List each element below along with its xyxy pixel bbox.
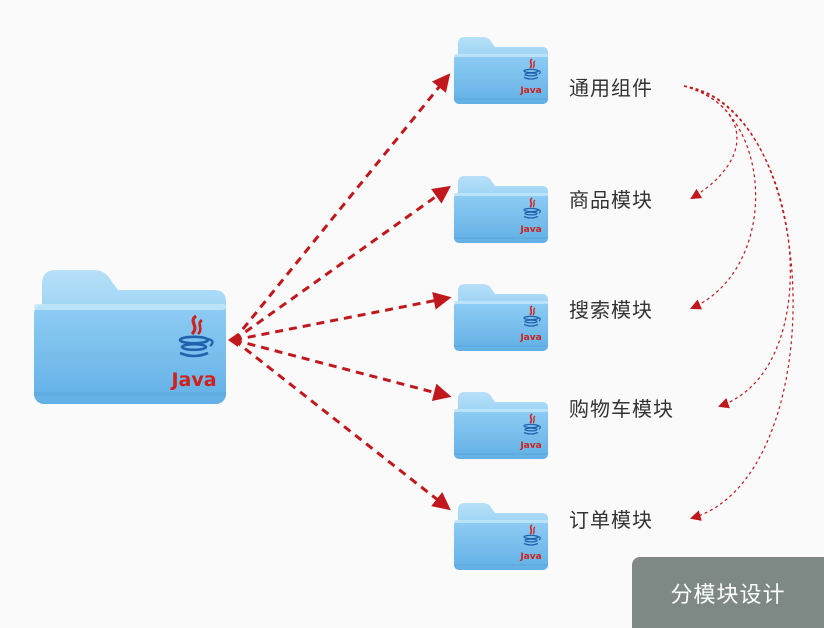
common-dependency-curve	[683, 85, 757, 310]
module-java-text: Java	[519, 86, 541, 96]
module-label: 订单模块	[569, 508, 653, 532]
common-dependency-curve	[683, 85, 794, 521]
module-label: 购物车模块	[569, 397, 674, 421]
badge-label: 分模块设计	[670, 582, 786, 608]
common-dependency-curve	[683, 85, 791, 409]
dependency-arrow	[233, 338, 451, 511]
module-java-text: Java	[519, 552, 541, 562]
common-dependency-curve	[683, 85, 738, 200]
root-arrowhead	[228, 333, 238, 347]
module-java-text: Java	[519, 441, 541, 451]
dependency-arrow	[232, 73, 451, 341]
module-design-badge: 分模块设计	[632, 557, 824, 628]
module-folder-icon: Java	[453, 284, 549, 351]
root-java-text: Java	[169, 369, 216, 391]
module-java-text: Java	[519, 225, 541, 235]
module-java-text: Java	[519, 333, 541, 343]
dependency-arrow	[233, 185, 451, 342]
module-label: 搜索模块	[569, 298, 653, 322]
dependency-arrow	[233, 291, 452, 342]
module-folder-icon: Java	[453, 37, 549, 104]
module-label: 通用组件	[569, 76, 653, 100]
root-java-logo: Java	[169, 314, 217, 391]
module-folder-icon: Java	[453, 503, 549, 570]
module-label: 商品模块	[569, 188, 653, 212]
module-folder-icon: Java	[453, 392, 549, 459]
dependency-arrow	[233, 338, 452, 402]
module-folder-icon: Java	[453, 176, 549, 243]
